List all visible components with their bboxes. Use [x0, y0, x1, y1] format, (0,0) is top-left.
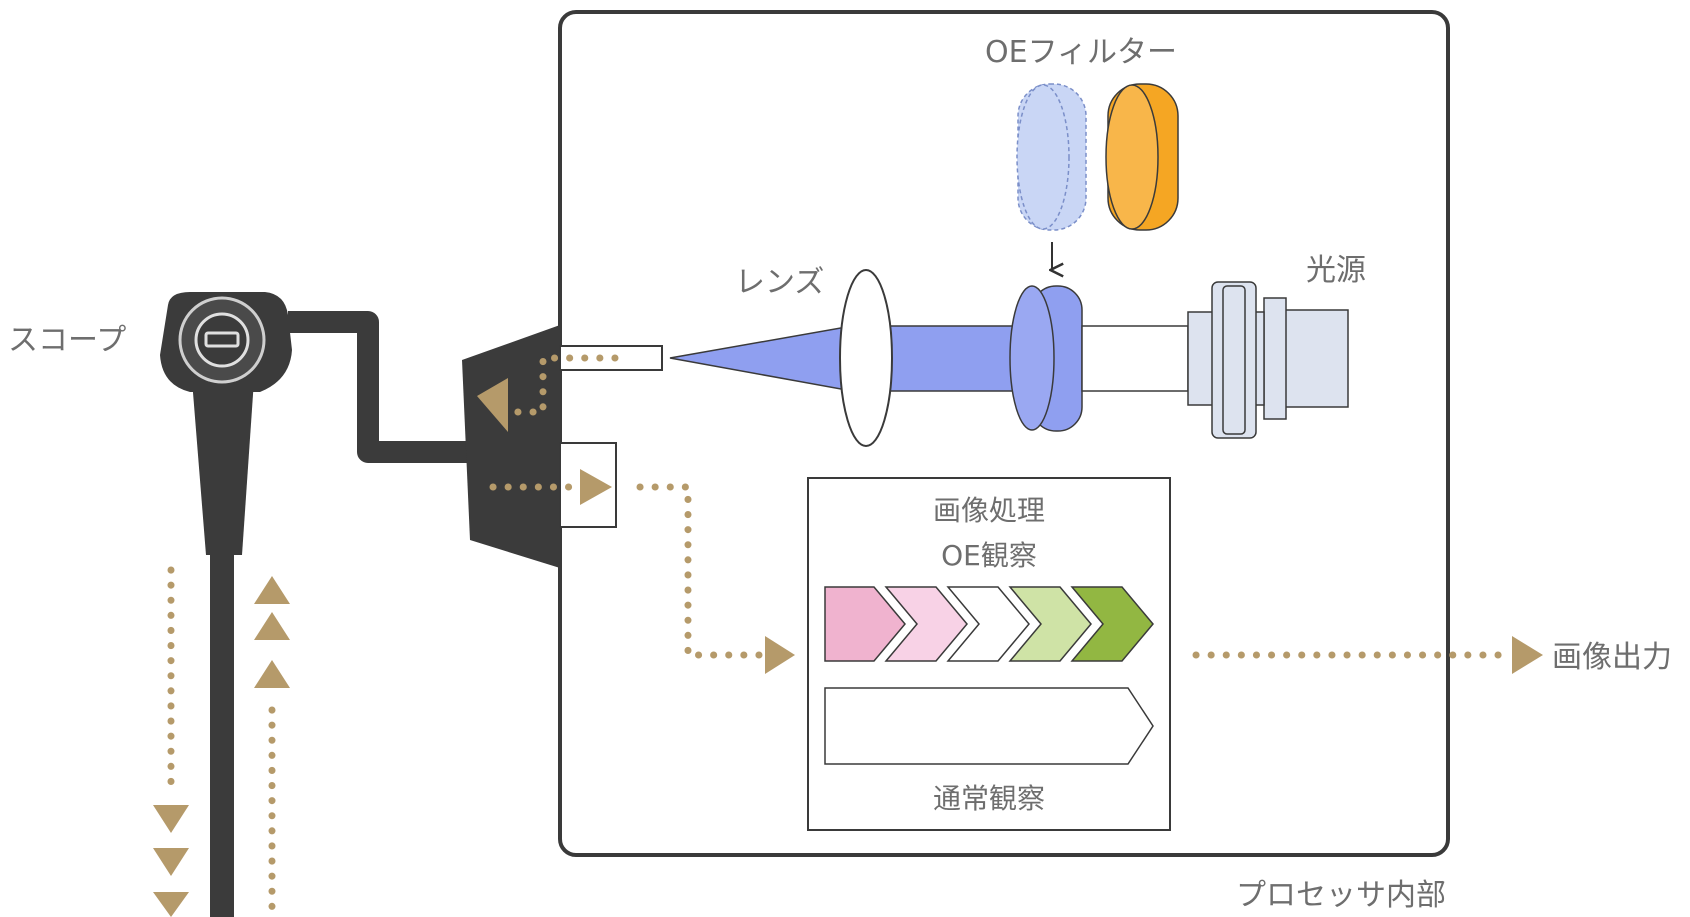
- scope-label: スコープ: [8, 323, 126, 358]
- filter-inactive: [1016, 83, 1087, 231]
- lens: [839, 269, 893, 447]
- oe-observation-label: OE観察: [941, 539, 1037, 572]
- light-source: [1187, 281, 1349, 439]
- scope-connector: [462, 325, 560, 568]
- chevron-1: [824, 586, 906, 662]
- light-rod: [1081, 325, 1189, 392]
- oe-filters: [1016, 83, 1179, 270]
- scope-cable: [210, 540, 234, 917]
- arrow-up-2: [254, 612, 290, 640]
- arrow-up-1: [254, 576, 290, 604]
- image-processing-block: 画像処理 OE観察 通常観察: [807, 477, 1171, 831]
- chevron-4: [1008, 586, 1092, 662]
- optical-path: [669, 269, 1349, 447]
- arrow-down-2: [153, 848, 189, 876]
- arrow-down-1: [153, 805, 189, 833]
- filter-in-path: [1009, 285, 1083, 432]
- arrow-right-processing: [765, 636, 795, 674]
- arrow-up-3: [254, 660, 290, 688]
- light-source-label: 光源: [1306, 253, 1366, 288]
- processor-inside-label: プロセッサ内部: [1236, 878, 1446, 913]
- image-processing-label: 画像処理: [933, 494, 1045, 527]
- signal-paths: [167, 354, 1504, 917]
- scope-knob-inner: [194, 312, 250, 368]
- light-guide-pin: [559, 345, 663, 371]
- chevron-5: [1070, 586, 1154, 662]
- normal-observation-arrow: [824, 687, 1154, 765]
- light-beam-parallel: [889, 325, 1031, 392]
- normal-observation-label: 通常観察: [933, 782, 1045, 815]
- chevron-3: [946, 586, 1030, 662]
- image-output-label: 画像出力: [1552, 640, 1672, 675]
- scope-knob-slot: [204, 331, 240, 348]
- oe-filter-label: OEフィルター: [985, 35, 1177, 70]
- arrow-right-connector: [580, 469, 612, 505]
- filter-active: [1105, 83, 1179, 231]
- lens-label: レンズ: [735, 265, 824, 300]
- signal-arrowheads: [153, 378, 1543, 917]
- scope-universal-cord: [288, 311, 470, 463]
- arrow-down-3: [153, 892, 189, 917]
- chevron-2: [884, 586, 968, 662]
- oe-chevrons: [824, 586, 1154, 662]
- scope-shaft: [192, 380, 254, 555]
- arrow-left-connector: [477, 378, 508, 432]
- scope: [160, 292, 663, 917]
- arrow-right-output: [1512, 636, 1543, 674]
- image-route-path: [636, 483, 774, 659]
